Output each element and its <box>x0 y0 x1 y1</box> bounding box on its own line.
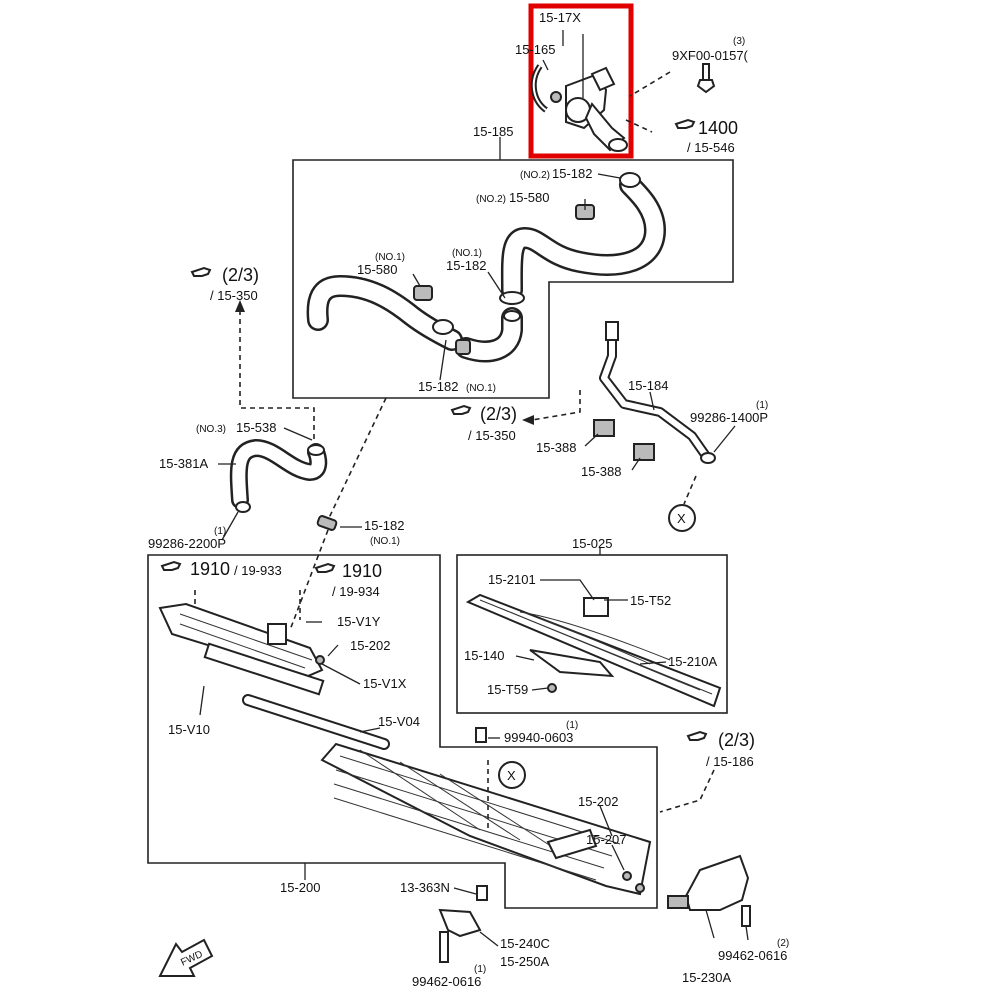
side-bracket-part[interactable] <box>667 854 751 927</box>
label-2-3-a[interactable]: (2/3) <box>222 265 259 285</box>
fwd-arrow-icon <box>158 938 214 977</box>
label-15-240c[interactable]: 15-240C <box>500 936 550 951</box>
radiator-hose-upper[interactable] <box>500 174 667 301</box>
label-15-230a[interactable]: 15-230A <box>682 970 731 985</box>
label-15-182-mid[interactable]: 15-182 <box>364 518 404 533</box>
label-1910-a[interactable]: 1910 <box>190 559 230 579</box>
label-15-182-no2[interactable]: 15-182 <box>552 166 592 181</box>
overflow-pipe-part[interactable] <box>599 321 716 464</box>
label-15-v04[interactable]: 15-V04 <box>378 714 420 729</box>
fan-assembly-part[interactable] <box>465 593 722 708</box>
ref-x-circle-bottom <box>498 761 526 789</box>
label-x-top: X <box>677 511 686 526</box>
label-15-202-b[interactable]: 15-202 <box>578 794 618 809</box>
label-15-v1x[interactable]: 15-V1X <box>363 676 407 691</box>
label-99286-1400p-qty: (1) <box>756 400 768 411</box>
label-1910-b[interactable]: 1910 <box>342 561 382 581</box>
label-15-182-bottom[interactable]: 15-182 <box>418 379 458 394</box>
label-2-3-c[interactable]: (2/3) <box>718 730 755 750</box>
clip-part <box>593 419 655 461</box>
label-99462-0616-a[interactable]: 99462-0616 <box>412 974 481 989</box>
label-99940-0603[interactable]: 99940-0603 <box>504 730 573 745</box>
fan-assembly-box <box>456 554 728 714</box>
label-15-185[interactable]: 15-185 <box>473 124 513 139</box>
ref-x-circle-top <box>668 504 696 532</box>
label-15-v10[interactable]: 15-V10 <box>168 722 210 737</box>
label-15-546[interactable]: / 15-546 <box>687 140 735 155</box>
label-15-165[interactable]: 15-165 <box>515 42 555 57</box>
label-99286-2200p[interactable]: 99286-2200P <box>148 536 226 551</box>
label-15-025[interactable]: 15-025 <box>572 536 612 551</box>
label-15-250a[interactable]: 15-250A <box>500 954 549 969</box>
label-15-580-no1[interactable]: 15-580 <box>357 262 397 277</box>
label-15-17x[interactable]: 15-17X <box>539 10 581 25</box>
label-15-140[interactable]: 15-140 <box>464 648 504 663</box>
hose-clamp-icon <box>413 172 641 355</box>
bolt-icon <box>696 63 716 94</box>
radiator-hose-lower[interactable] <box>306 274 523 363</box>
label-15-202-a[interactable]: 15-202 <box>350 638 390 653</box>
thermostat-housing-part[interactable] <box>530 64 628 152</box>
label-15-182-bottom-qty: (NO.1) <box>466 383 496 394</box>
label-15-182-no1-qty: (NO.1) <box>452 248 482 259</box>
label-19-933[interactable]: / 19-933 <box>234 563 282 578</box>
lower-bracket-part[interactable] <box>438 908 482 963</box>
label-99286-1400p[interactable]: 99286-1400P <box>690 410 768 425</box>
label-15-182-mid-qty: (NO.1) <box>370 536 400 547</box>
label-15-182-no1[interactable]: 15-182 <box>446 258 486 273</box>
label-15-580-no1-qty: (NO.1) <box>375 252 405 263</box>
seal-strip-part[interactable] <box>242 694 390 750</box>
label-99462-0616-a-qty: (1) <box>474 964 486 975</box>
label-15-182-no2-qty: (NO.2) <box>520 170 550 181</box>
label-15-t52[interactable]: 15-T52 <box>630 593 671 608</box>
drain-plug-icon <box>315 655 488 901</box>
label-15-388-a[interactable]: 15-388 <box>536 440 576 455</box>
label-2-3-b[interactable]: (2/3) <box>480 404 517 424</box>
label-15-350-b[interactable]: / 15-350 <box>468 428 516 443</box>
label-15-t59[interactable]: 15-T59 <box>487 682 528 697</box>
label-9xf00-qty: (3) <box>733 36 745 47</box>
pointer-hand-icon <box>160 118 708 741</box>
label-15-210a[interactable]: 15-210A <box>668 654 717 669</box>
label-15-381a[interactable]: 15-381A <box>159 456 208 471</box>
label-15-200[interactable]: 15-200 <box>280 880 320 895</box>
label-15-538[interactable]: 15-538 <box>236 420 276 435</box>
label-13-363n[interactable]: 13-363N <box>400 880 450 895</box>
label-x-bottom: X <box>507 768 516 783</box>
label-99286-2200p-qty: (1) <box>214 526 226 537</box>
label-15-207[interactable]: 15-207 <box>586 832 626 847</box>
label-99462-0616-b[interactable]: 99462-0616 <box>718 948 787 963</box>
radiator-assembly-box <box>147 554 658 909</box>
label-15-186[interactable]: / 15-186 <box>706 754 754 769</box>
label-15-v1y[interactable]: 15-V1Y <box>337 614 381 629</box>
label-15-580-no2-qty: (NO.2) <box>476 194 506 205</box>
small-clamp-icon <box>316 515 338 531</box>
label-1400[interactable]: 1400 <box>698 118 738 138</box>
hose-group-box <box>292 159 734 399</box>
label-19-934[interactable]: / 19-934 <box>332 584 380 599</box>
label-9xf00-0157[interactable]: 9XF00-0157( <box>672 48 749 63</box>
label-99462-0616-b-qty: (2) <box>777 938 789 949</box>
label-99940-0603-qty: (1) <box>566 720 578 731</box>
label-15-388-b[interactable]: 15-388 <box>581 464 621 479</box>
radiator-core-part[interactable] <box>320 742 652 896</box>
label-15-2101[interactable]: 15-2101 <box>488 572 536 587</box>
radiator-tank-part[interactable] <box>158 602 325 696</box>
overflow-hose-part[interactable] <box>229 438 328 513</box>
label-15-580-no2[interactable]: 15-580 <box>509 190 549 205</box>
label-15-184[interactable]: 15-184 <box>628 378 668 393</box>
label-15-350-a[interactable]: / 15-350 <box>210 288 258 303</box>
label-15-538-qty: (NO.3) <box>196 424 226 435</box>
